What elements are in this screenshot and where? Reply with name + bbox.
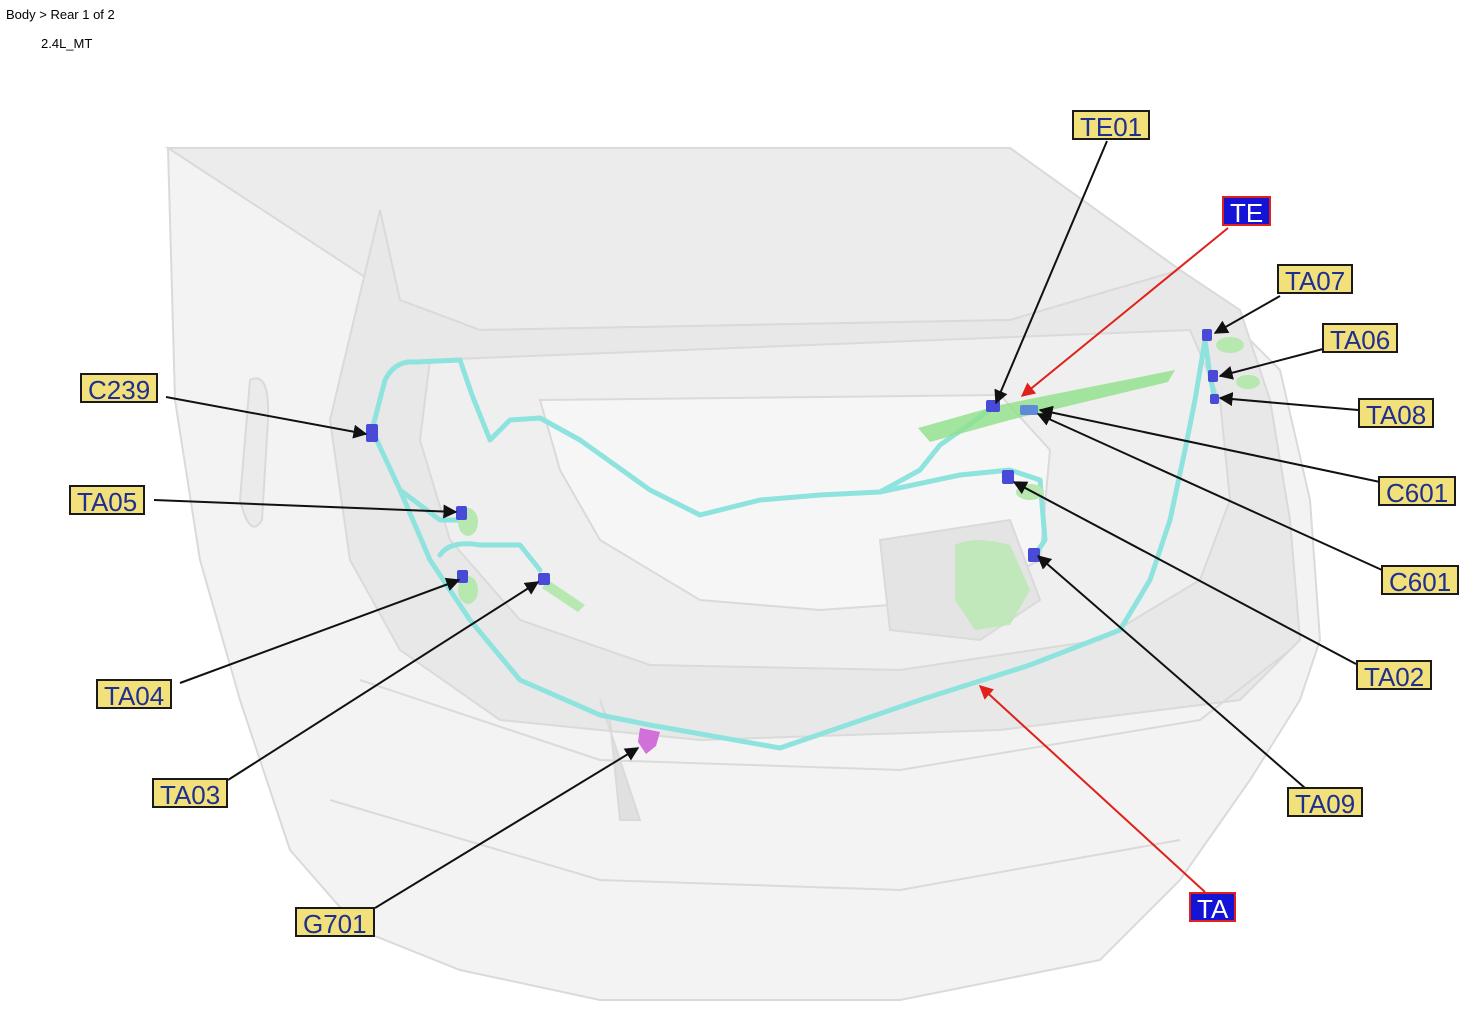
connector-c239: [366, 424, 378, 442]
connector-c601: [1020, 405, 1038, 415]
label-ta06: TA06: [1322, 323, 1399, 355]
connector-ta07: [1202, 329, 1212, 341]
label-g701: G701: [295, 907, 375, 939]
connector-ta03: [538, 573, 550, 585]
connector-ta05: [456, 506, 467, 520]
label-c239: C239: [80, 373, 159, 405]
label-harness-ta: TA: [1189, 892, 1237, 924]
label-ta07: TA07: [1277, 264, 1354, 296]
connector-ta02: [1002, 470, 1014, 484]
socket-component: [1216, 337, 1244, 353]
label-harness-te: TE: [1222, 196, 1272, 228]
label-te01: TE01: [1072, 110, 1151, 142]
socket-component: [1236, 375, 1260, 389]
connector-ta08: [1210, 394, 1219, 404]
label-ta04: TA04: [96, 679, 173, 711]
label-c601: C601: [1378, 476, 1457, 508]
connector-ta09: [1028, 548, 1040, 562]
label-ta03: TA03: [152, 778, 229, 810]
label-c601-secondary: C601: [1381, 565, 1460, 597]
label-ta02: TA02: [1356, 660, 1433, 692]
lock-actuator-component: [955, 540, 1030, 630]
lamp-socket-component: [542, 580, 585, 612]
connector-ta06: [1208, 370, 1218, 382]
ground-g701: [638, 728, 660, 754]
vehicle-body-illustration: [164, 147, 1322, 1001]
label-ta09: TA09: [1287, 787, 1364, 819]
leader-lines: [153, 140, 1383, 909]
variant-label: 2.4L_MT: [41, 36, 93, 51]
harness-wires: [369, 337, 1218, 751]
breadcrumb: Body > Rear 1 of 2: [6, 7, 115, 22]
label-ta08: TA08: [1358, 398, 1435, 430]
connector-te01: [986, 400, 1000, 412]
label-ta05: TA05: [69, 485, 146, 517]
